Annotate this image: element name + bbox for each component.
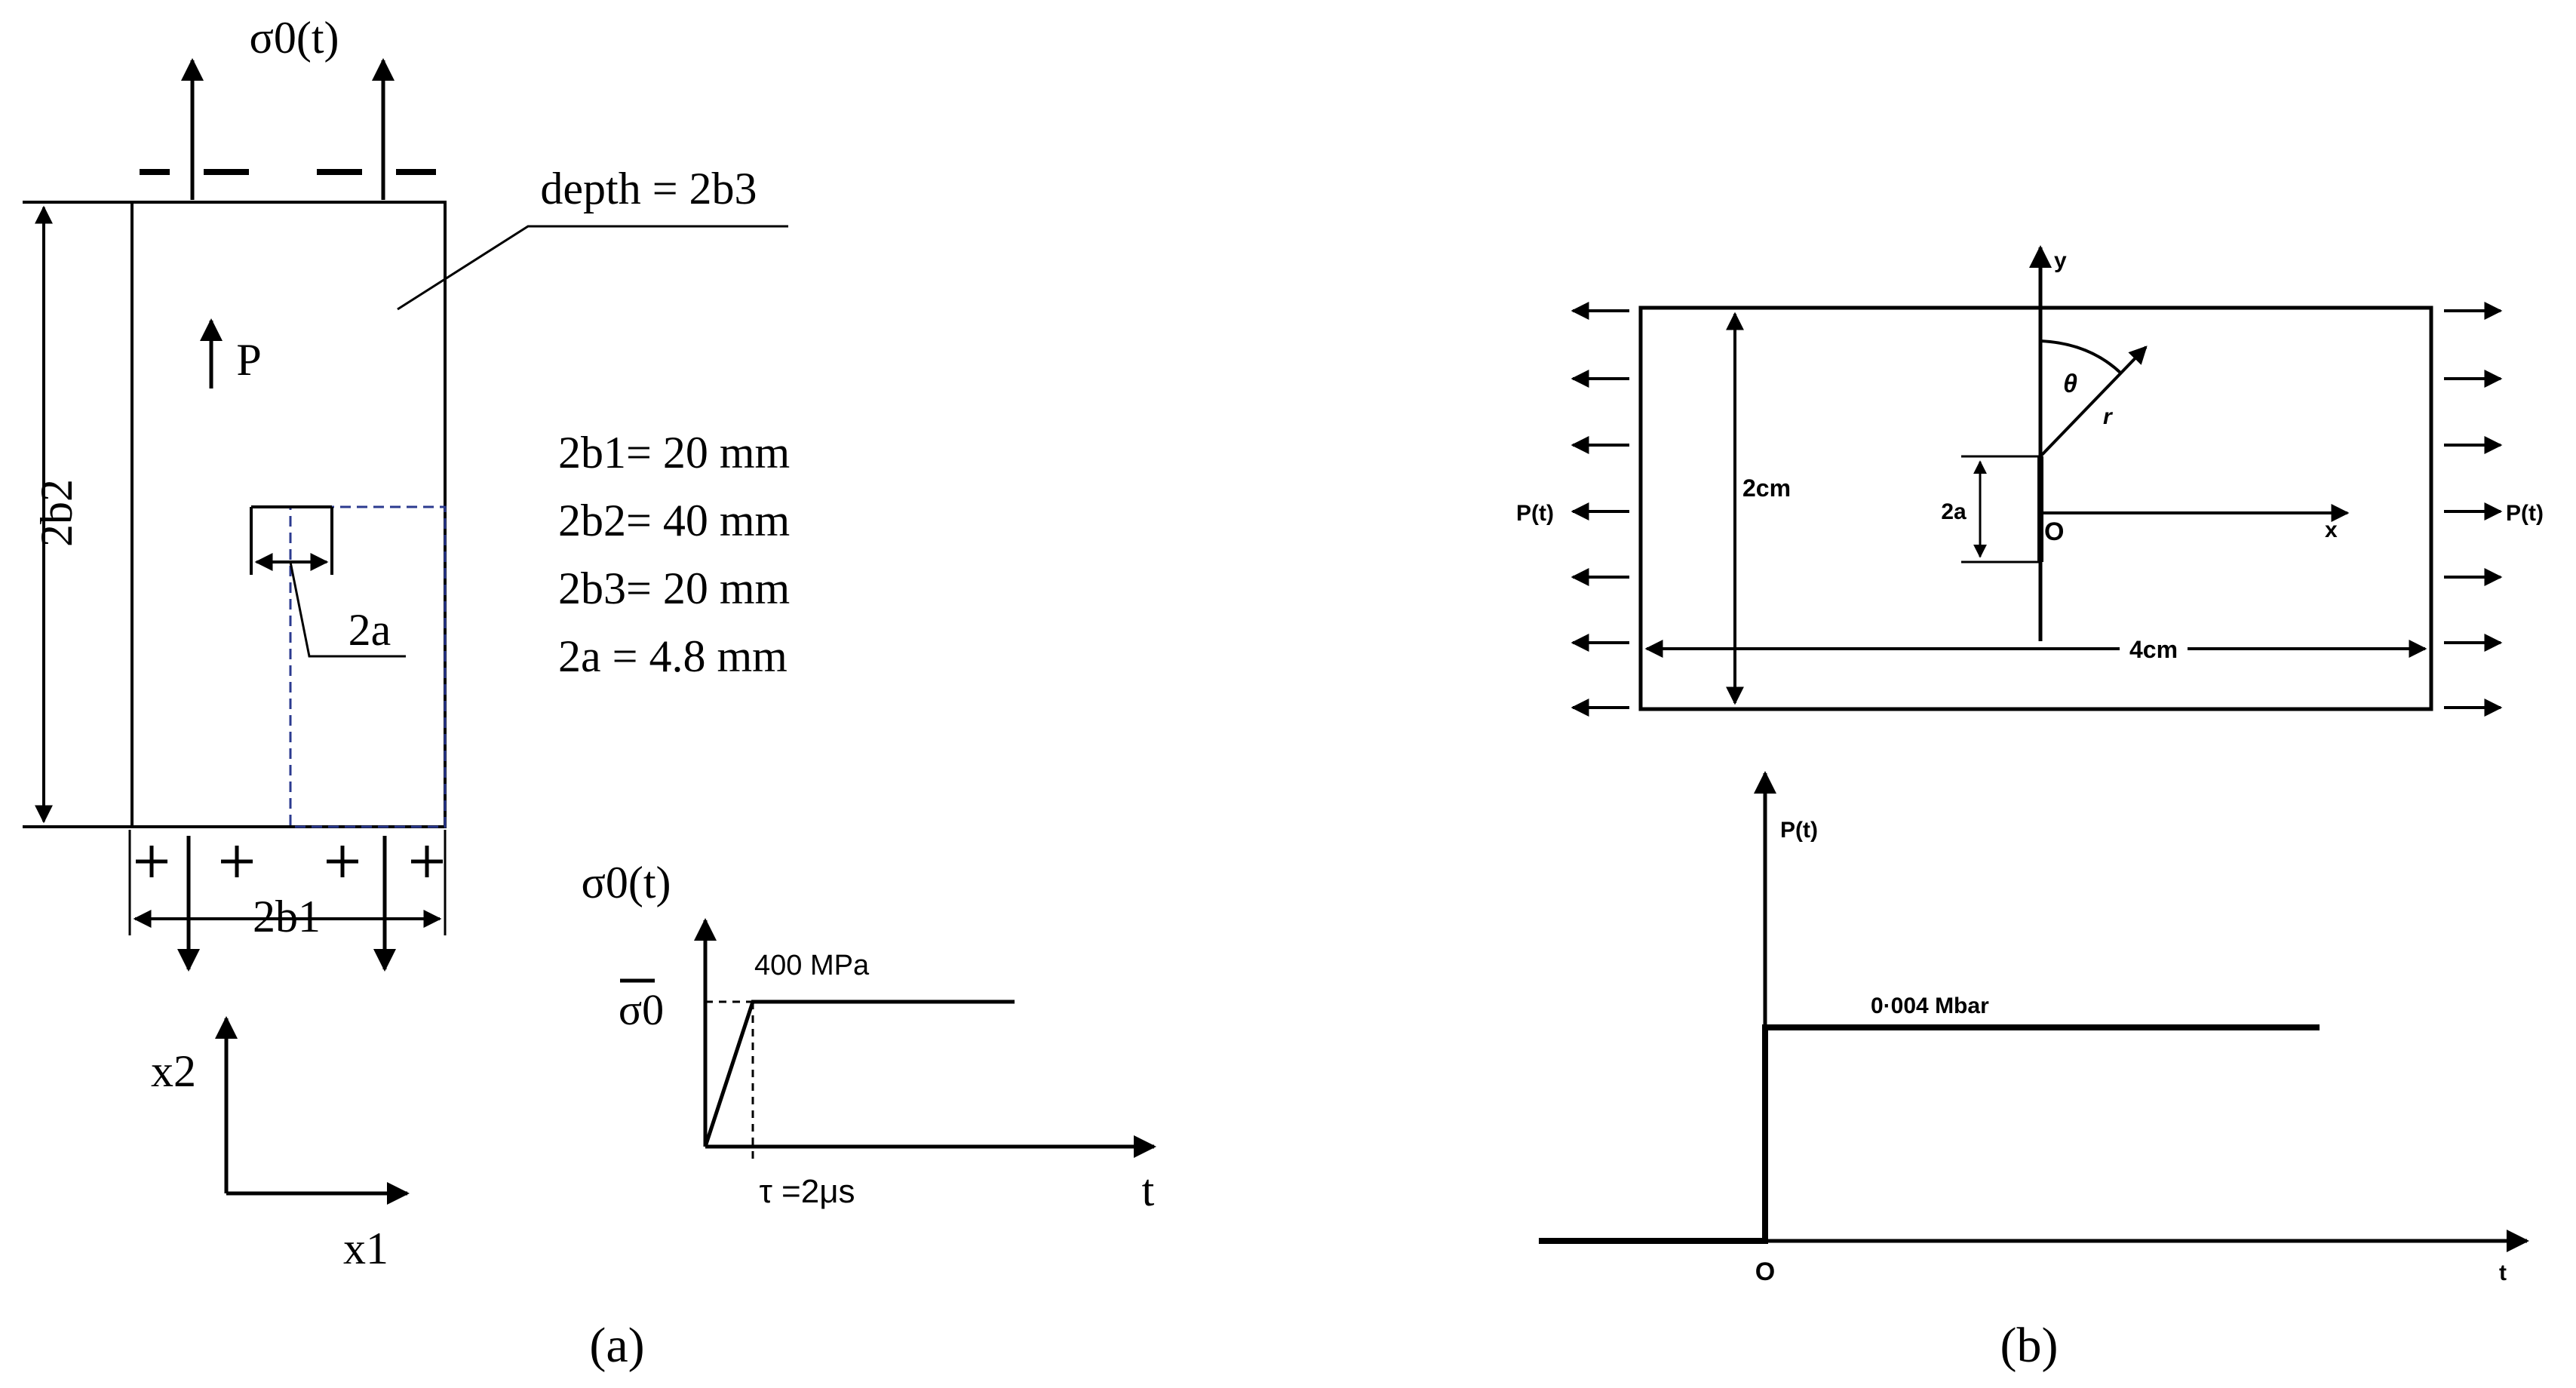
coordinate-axes [215, 1016, 410, 1205]
width-label: 2b1 [253, 892, 321, 941]
width-label-bg [2120, 632, 2188, 665]
plate-outline [130, 201, 447, 828]
sigma-top-label: σ0(t) [250, 13, 339, 63]
theta-arc [2040, 339, 2123, 375]
caption-b: (b) [2000, 1318, 2059, 1373]
param-2a: 2a = 4.8 mm [558, 631, 788, 681]
bottom-load-arrows [128, 830, 447, 972]
caption-a: (a) [589, 1318, 644, 1373]
panel-a: σ0(t) depth = 2b3 P 2b2 2a 2b1= 20 [23, 13, 1156, 1373]
load-left-label: P(t) [1516, 501, 1554, 526]
axis-x2-label: x2 [151, 1046, 196, 1096]
graph-b-t-label: t [2499, 1261, 2507, 1285]
r-vector [2039, 345, 2148, 458]
graph-b-level-label: 0·004 Mbar [1871, 993, 1989, 1018]
depth-leader [397, 225, 788, 311]
load-right-label: P(t) [2506, 501, 2544, 526]
graph-a-sigma-bar-label: σ0 [619, 985, 664, 1034]
param-2b3: 2b3= 20 mm [558, 563, 790, 613]
r-label: r [2103, 404, 2114, 429]
right-load-arrows [2444, 302, 2503, 717]
theta-label: θ [2063, 370, 2077, 398]
plate-b-origin-label: O [2044, 517, 2064, 546]
graph-a-y-label: σ0(t) [582, 858, 671, 907]
param-2b2: 2b2= 40 mm [558, 496, 790, 545]
graph-a-tau-label: τ =2μs [759, 1173, 855, 1210]
crack-b-dimension [1961, 455, 2040, 563]
load-p-label: P [236, 335, 261, 385]
crack-label: 2a [348, 605, 391, 655]
plate-b-x-label: x [2325, 517, 2338, 542]
depth-label: depth = 2b3 [540, 164, 757, 213]
panel-b: y x O θ r 2a 2cm 4cm [1516, 245, 2544, 1373]
graph-b-origin-label: O [1755, 1257, 1775, 1286]
plate-b-width-label: 4cm [2129, 636, 2178, 663]
crack-b-dim-label: 2a [1941, 499, 1967, 524]
graph-a-t-label: t [1142, 1165, 1155, 1215]
graph-b-curve [1539, 1024, 2320, 1244]
graph-b-y-label: P(t) [1780, 818, 1818, 843]
plate-b-height-label: 2cm [1742, 474, 1791, 502]
height-dimension [23, 201, 132, 828]
height-label: 2b2 [32, 479, 81, 547]
parameter-list: 2b1= 20 mm 2b2= 40 mm 2b3= 20 mm 2a = 4.… [558, 428, 790, 681]
axis-x1-label: x1 [343, 1224, 388, 1273]
symmetry-region [289, 505, 447, 828]
crack-dimension [250, 505, 406, 658]
plate-b-y-label: y [2054, 248, 2067, 273]
plate-b-outline [1638, 306, 2433, 711]
left-load-arrows [1570, 302, 1629, 717]
load-history-a [620, 918, 1156, 1162]
load-history-b [1539, 771, 2529, 1252]
graph-a-level-label: 400 MPa [754, 950, 870, 981]
top-load-arrows [140, 58, 436, 200]
param-2b1: 2b1= 20 mm [558, 428, 790, 478]
